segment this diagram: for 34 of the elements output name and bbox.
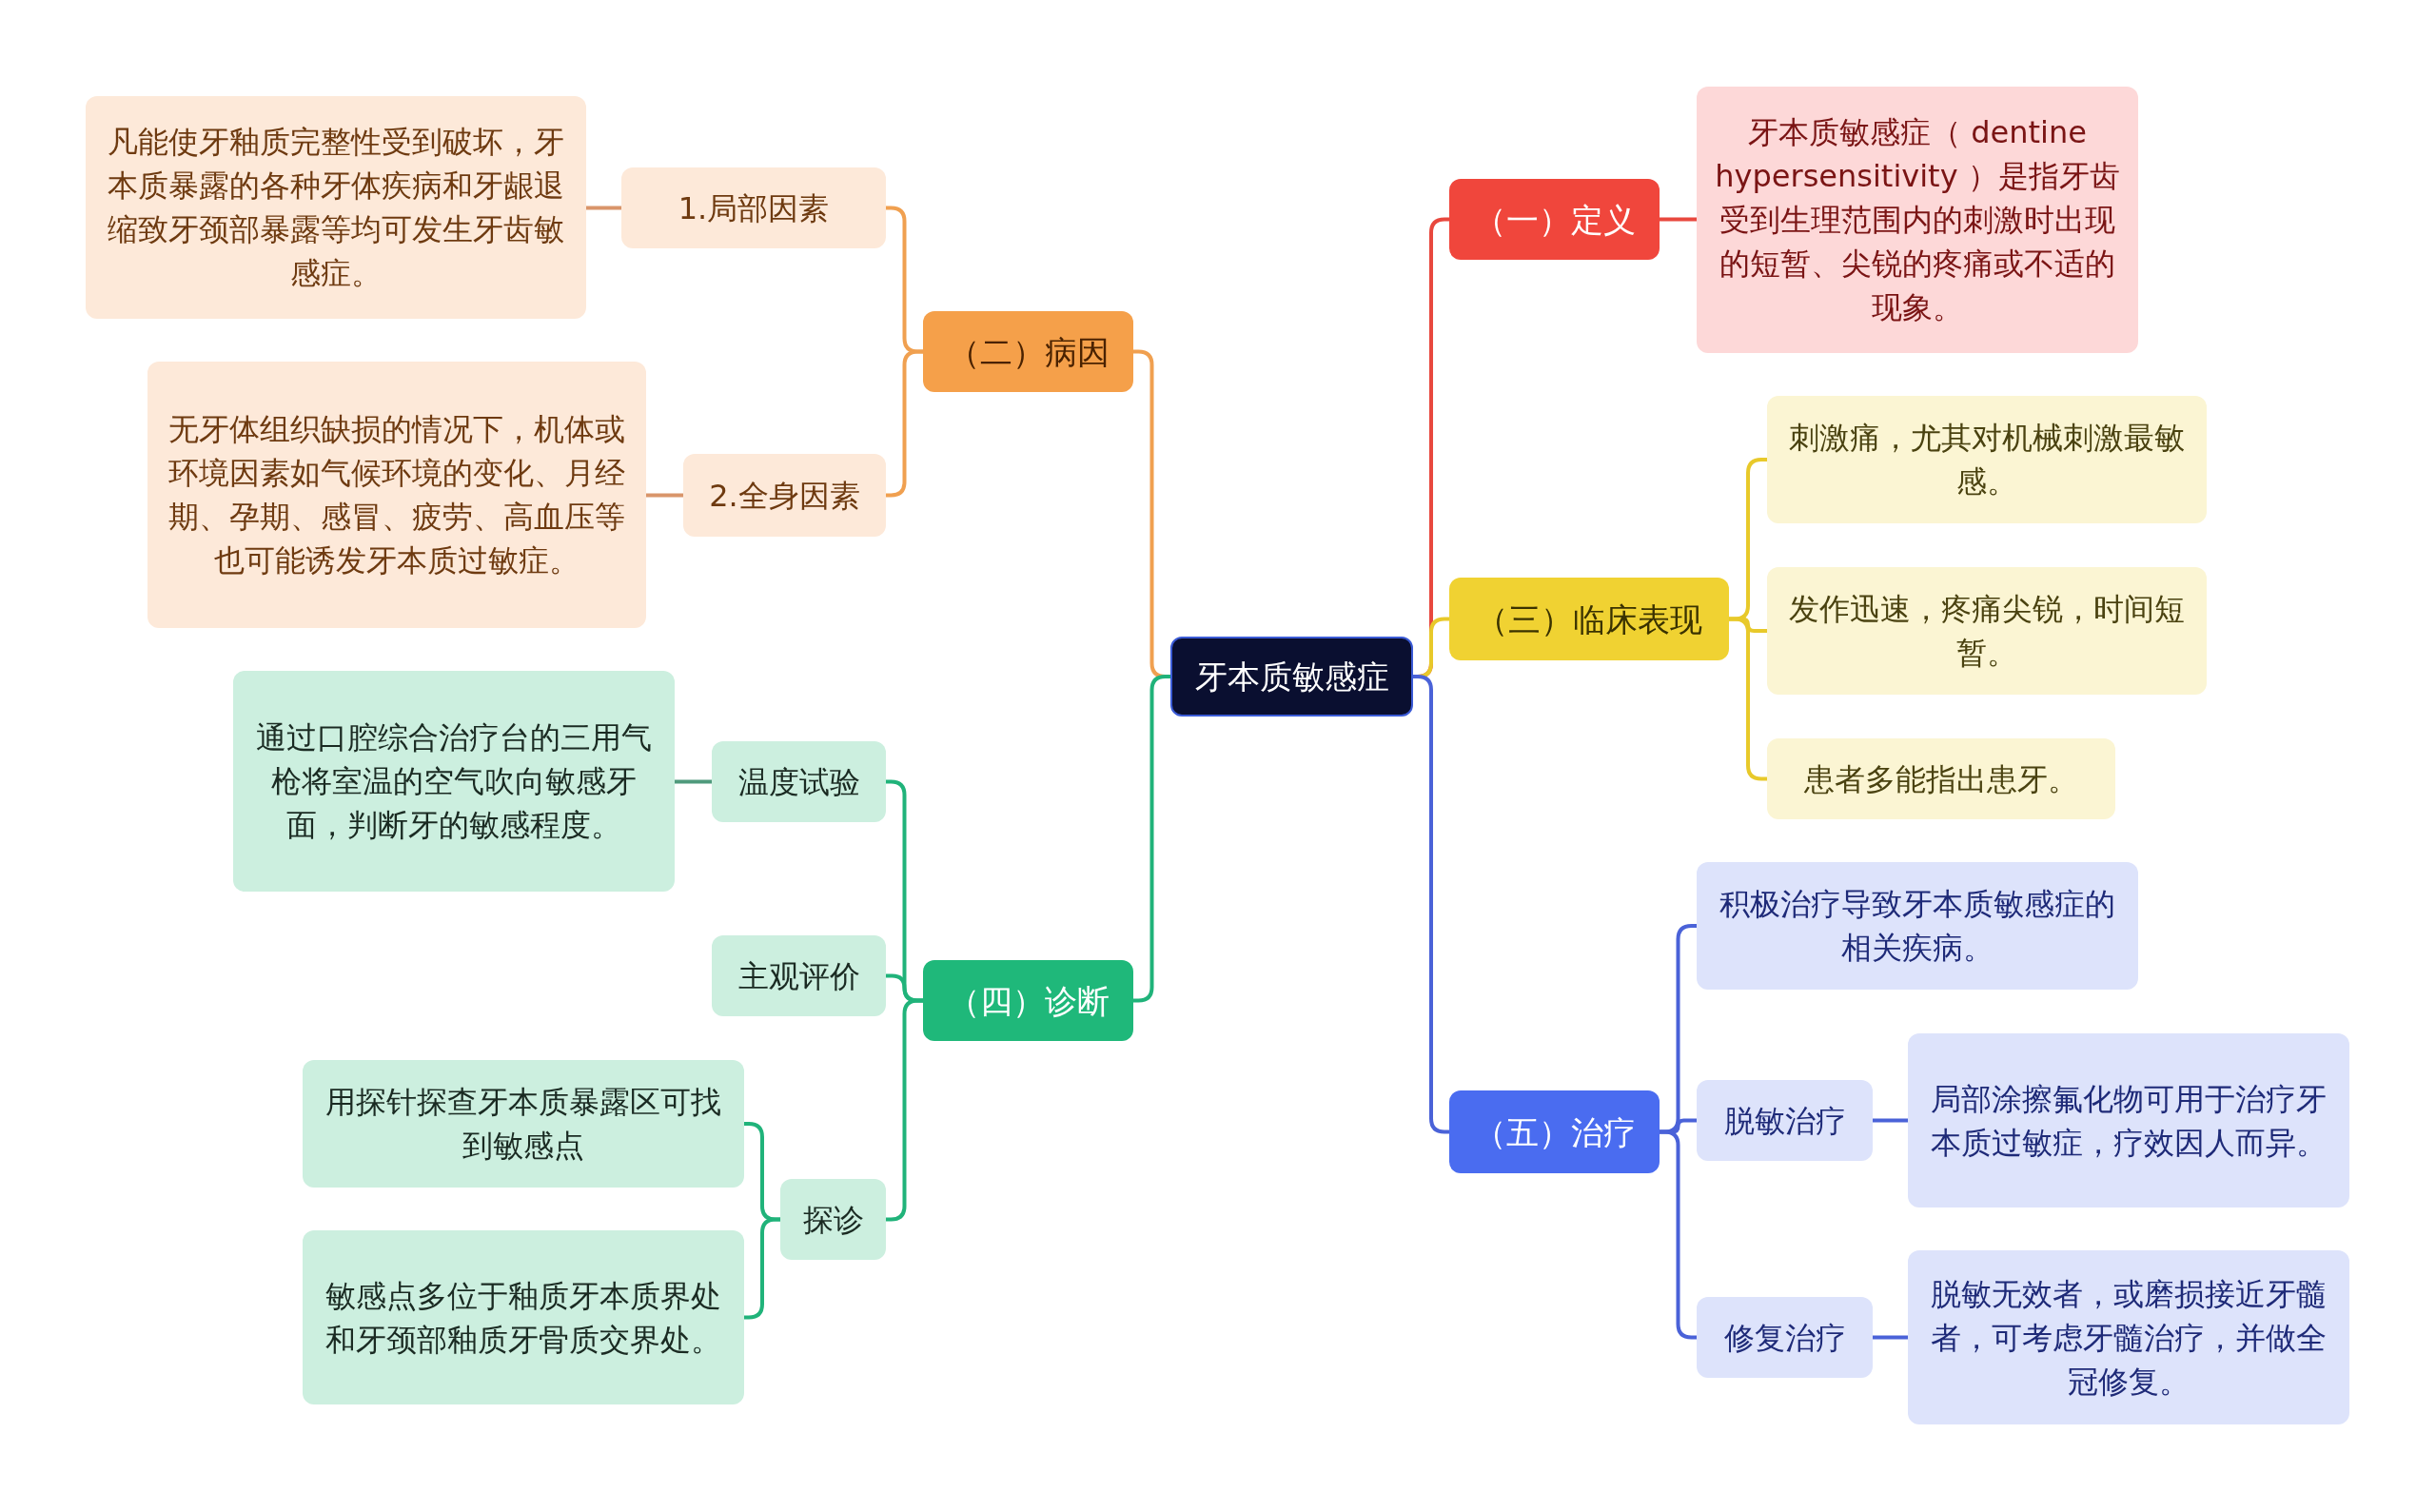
topic-box: 用探针探查牙本质暴露区可找到敏感点: [303, 1060, 744, 1188]
topic-box: 局部涂擦氟化物可用于治疗牙本质过敏症，疗效因人而异。: [1908, 1033, 2349, 1208]
branch-topic: （二）病因: [923, 311, 1133, 392]
topic-box: 探诊: [780, 1179, 886, 1260]
topic-box: 温度试验: [712, 741, 886, 822]
topic-box: 牙本质敏感症（ dentine hypersensitivity ）是指牙齿受到生理范围内的刺激时出现的短暂、尖锐的疼痛或不适的现象。: [1697, 87, 2138, 353]
topic-box: 患者多能指出患牙。: [1767, 738, 2115, 819]
branch-line: [1729, 617, 1767, 781]
topic-box: 1.局部因素: [621, 167, 886, 248]
topic-box: 修复治疗: [1697, 1297, 1873, 1378]
topic-box: 无牙体组织缺损的情况下，机体或环境因素如气候环境的变化、月经期、孕期、感冒、疲劳、高血压等也可能诱发牙本质过敏症。: [147, 362, 646, 628]
branch-line: [1873, 1118, 1908, 1123]
topic-box: 脱敏治疗: [1697, 1080, 1873, 1161]
topic-box: 刺激痛，尤其对机械刺激最敏感。: [1767, 396, 2207, 523]
branch-line: [646, 493, 683, 498]
branch-line: [1873, 1335, 1908, 1340]
topic-box: 发作迅速，疼痛尖锐，时间短暂。: [1767, 567, 2207, 695]
branch-topic: （五）治疗: [1449, 1090, 1660, 1173]
topic-box: 脱敏无效者，或磨损接近牙髓者，可考虑牙髓治疗，并做全冠修复。: [1908, 1250, 2349, 1424]
topic-box: 2.全身因素: [683, 454, 886, 537]
branch-line: [1660, 217, 1697, 222]
topic-box: 积极治疗导致牙本质敏感症的相关疾病。: [1697, 862, 2138, 990]
branch-line: [744, 1217, 780, 1320]
central-topic: 牙本质敏感症: [1170, 637, 1413, 717]
branch-topic: （三）临床表现: [1449, 578, 1729, 660]
topic-box: 敏感点多位于釉质牙本质界处和牙颈部釉质牙骨质交界处。: [303, 1230, 744, 1404]
branch-line: [1413, 675, 1449, 1134]
branch-topic: （四）诊断: [923, 960, 1133, 1041]
branch-line: [675, 779, 712, 784]
topic-box: 凡能使牙釉质完整性受到破坏，牙本质暴露的各种牙体疾病和牙龈退缩致牙颈部暴露等均可发生牙齿敏感症。: [86, 96, 586, 319]
topic-box: 主观评价: [712, 935, 886, 1016]
topic-box: 通过口腔综合治疗台的三用气枪将室温的空气吹向敏感牙面，判断牙的敏感程度。: [233, 671, 675, 892]
branch-line: [586, 206, 621, 210]
branch-topic: （一）定义: [1449, 179, 1660, 260]
